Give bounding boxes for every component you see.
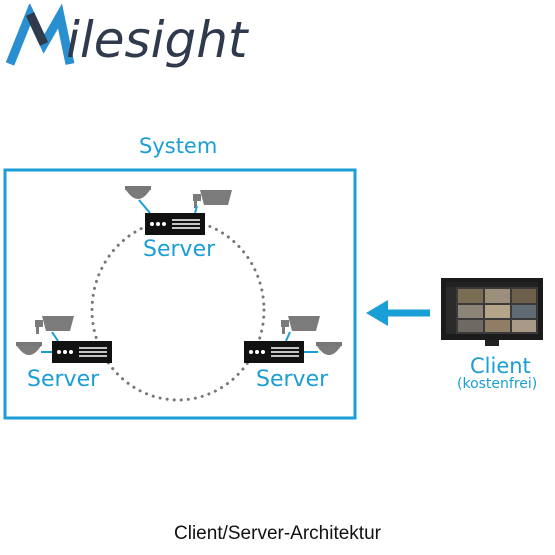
server-top-group (125, 186, 232, 235)
nvr-icon (52, 341, 112, 363)
network-ring (90, 218, 266, 402)
milesight-logo: ilesight (6, 4, 276, 74)
server-left-group (16, 316, 112, 363)
bullet-camera-icon (193, 190, 232, 208)
caption: Client/Server-Architektur (174, 523, 381, 544)
server-label-left: Server (27, 367, 100, 392)
monitor-icon (441, 278, 543, 346)
arrow-left-icon (366, 300, 430, 326)
client-sublabel: (kostenfrei) (457, 376, 538, 392)
server-label-top: Server (143, 237, 216, 262)
dome-camera-icon (16, 342, 42, 355)
nvr-icon (145, 213, 205, 235)
logo-text: ilesight (66, 11, 248, 69)
milesight-m-logo-icon (6, 4, 75, 66)
client-label: Client (470, 354, 531, 378)
system-label: System (139, 134, 218, 158)
system-boundary (3, 168, 357, 420)
server-right-group (244, 316, 342, 363)
bullet-camera-icon (35, 316, 74, 334)
bullet-camera-icon (281, 316, 320, 334)
dome-camera-icon (316, 342, 342, 355)
nvr-icon (244, 341, 304, 363)
dome-camera-icon (125, 186, 151, 199)
server-label-right: Server (256, 367, 329, 392)
